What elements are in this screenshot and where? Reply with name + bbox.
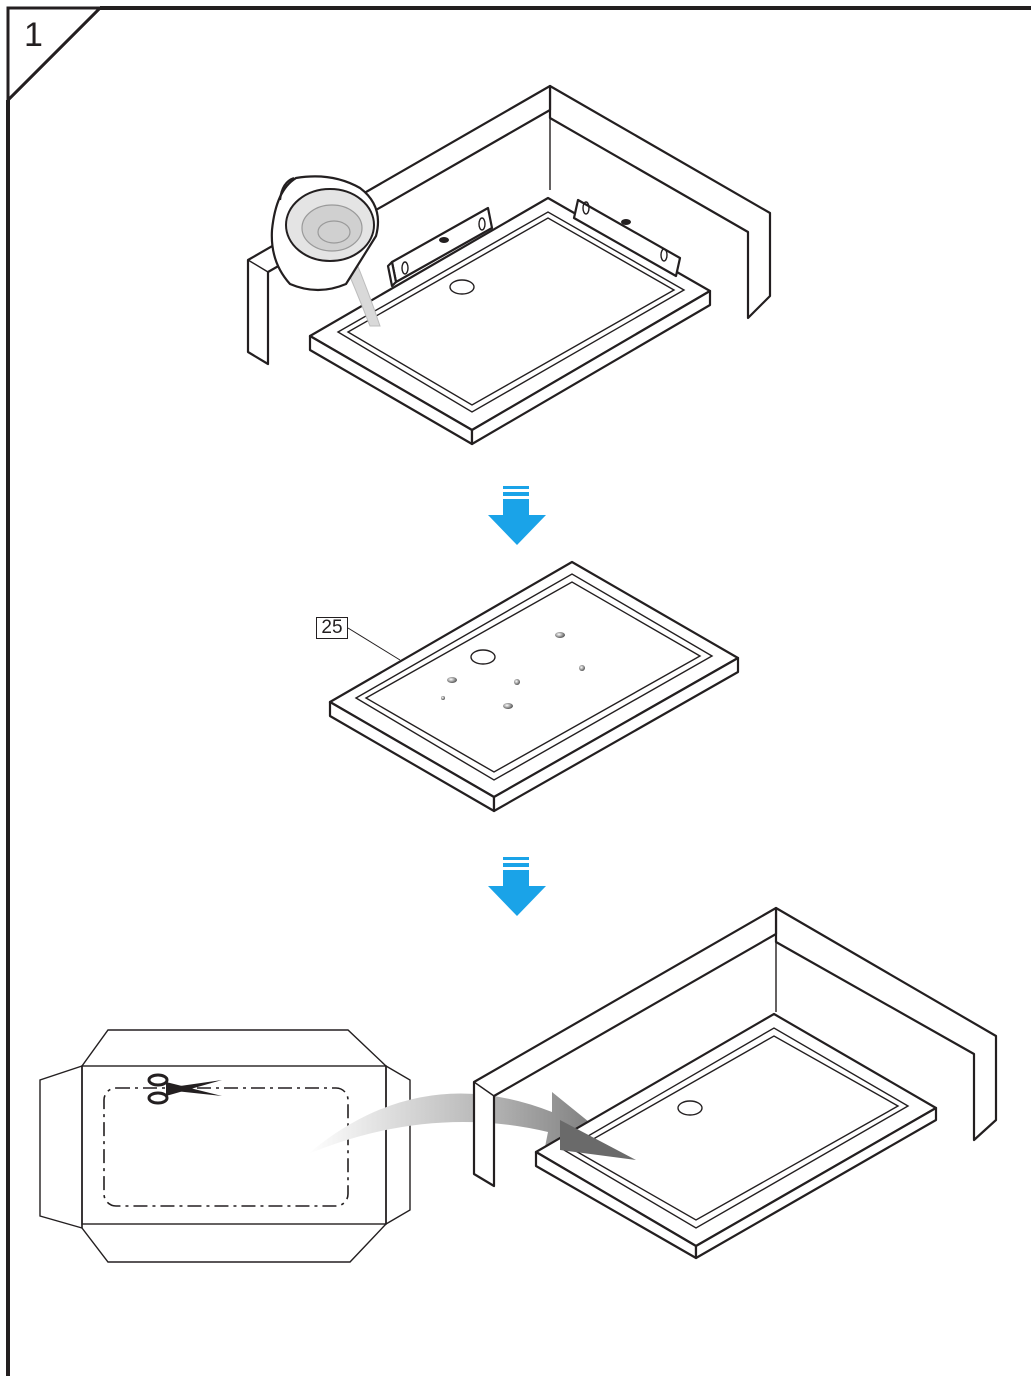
part-number-label: 25 (316, 617, 348, 639)
water-jug-icon (270, 175, 381, 327)
drain-hole (470, 649, 496, 665)
cardboard-template (39, 1029, 411, 1263)
shower-tray-installed (534, 1012, 938, 1260)
spirit-level-icon (572, 198, 682, 278)
down-arrow-icon (488, 486, 546, 545)
page-frame (6, 6, 1031, 1376)
callout-leader (347, 627, 401, 661)
water-drops (441, 632, 585, 709)
scene-tray-inspection (328, 560, 740, 813)
drain-hole (677, 1100, 703, 1116)
scissors-icon (147, 1073, 222, 1105)
scene-template-install (39, 906, 998, 1263)
shower-tray-levelling (308, 196, 712, 446)
step-number: 1 (24, 16, 43, 54)
drain-hole (449, 279, 475, 295)
scene-pour-water (246, 84, 772, 446)
down-arrow-icon (488, 857, 546, 916)
spirit-level-icon (386, 206, 494, 288)
